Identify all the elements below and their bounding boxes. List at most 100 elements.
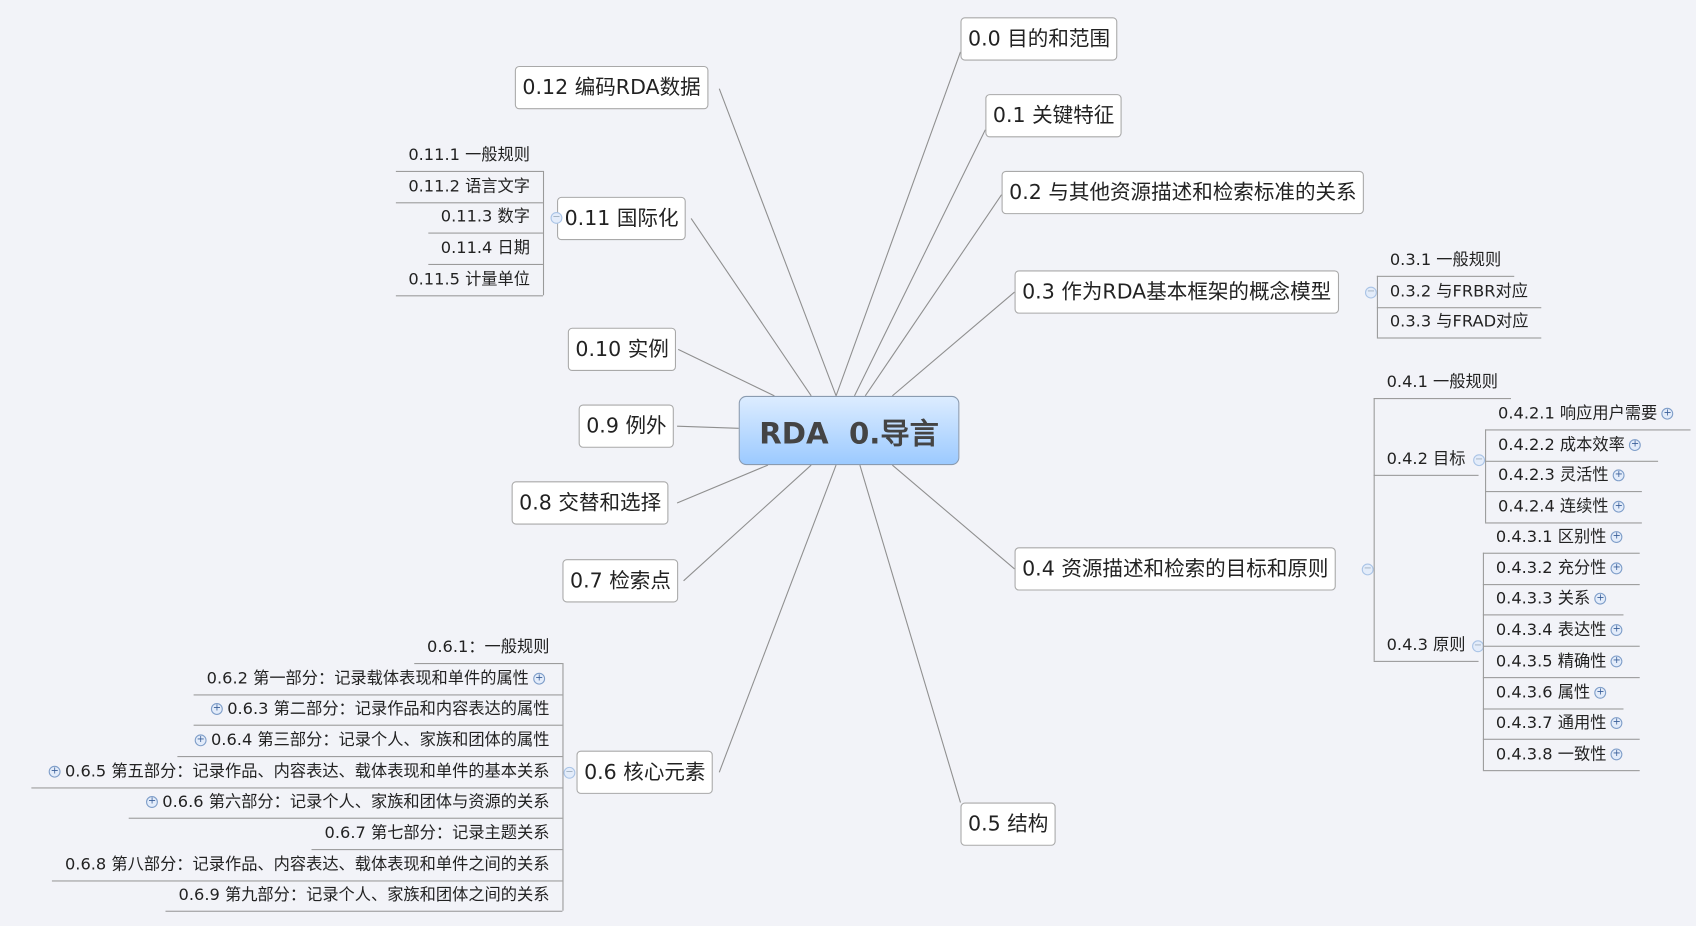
expand-plus-icon[interactable]: +	[1612, 500, 1625, 513]
expand-plus-icon[interactable]: +	[1610, 717, 1623, 730]
list-item-n042[interactable]: 0.4.2.3 灵活性+	[1485, 461, 1643, 493]
connector-0-1	[853, 129, 986, 397]
collapse-n06-icon[interactable]: −	[563, 766, 576, 779]
expand-plus-icon[interactable]: +	[1629, 438, 1642, 451]
list-item-n11[interactable]: 0.11.2 语言文字	[395, 172, 543, 204]
expand-plus-icon[interactable]: +	[194, 734, 207, 747]
expand-plus-icon[interactable]: +	[1610, 562, 1623, 574]
list-item-n04[interactable]: 0.4.3 原则	[1373, 631, 1479, 662]
list-item-label: 0.11.5 计量单位	[408, 269, 530, 289]
topic-n11[interactable]: 0.11 国际化	[557, 196, 687, 241]
list-item-label: 0.6.3 第二部分：记录作品和内容表达的属性	[227, 699, 550, 719]
expand-plus-icon[interactable]: +	[1594, 686, 1607, 699]
connector-0-0	[835, 51, 961, 397]
list-item-label: 0.6.5 第五部分：记录作品、内容表达、载体表现和单件的基本关系	[64, 761, 550, 781]
list-item-n043[interactable]: 0.4.3.1 区别性+	[1482, 522, 1640, 554]
expand-plus-icon[interactable]: +	[210, 703, 223, 716]
connector-0-9	[677, 425, 739, 429]
list-item-label: 0.11.4 日期	[440, 238, 530, 258]
connector-0-5	[859, 464, 961, 803]
list-item-n06[interactable]: +0.6.4 第三部分：记录个人、家族和团体的属性	[177, 726, 563, 758]
list-item-label: 0.4.3.4 表达性	[1495, 619, 1607, 640]
topic-n09[interactable]: 0.9 例外	[578, 404, 675, 448]
collapse-n042-icon[interactable]: −	[1473, 454, 1486, 467]
topic-n06[interactable]: 0.6 核心元素	[576, 750, 714, 794]
list-item-n043[interactable]: 0.4.3.8 一致性+	[1482, 740, 1640, 772]
list-item-n04[interactable]: 0.4.2 目标	[1373, 445, 1479, 476]
list-item-n06[interactable]: 0.6.7 第七部分：记录主题关系	[311, 819, 563, 851]
list-item-n06[interactable]: 0.6.1：一般规则	[414, 633, 563, 665]
expand-plus-icon[interactable]: +	[1594, 593, 1607, 606]
list-item-n11[interactable]: 0.11.1 一般规则	[395, 141, 543, 172]
list-item-label: 0.4.2 目标	[1386, 448, 1466, 469]
list-item-label: 0.4.3.5 精确性	[1495, 650, 1607, 671]
connector-0-4	[891, 464, 1015, 570]
expand-plus-icon[interactable]: +	[1661, 407, 1674, 420]
collapse-n11-icon[interactable]: −	[550, 211, 563, 224]
list-item-n043[interactable]: 0.4.3.4 表达性+	[1482, 616, 1640, 647]
topic-n08[interactable]: 0.8 交替和选择	[511, 481, 669, 525]
list-item-n06[interactable]: +0.6.3 第二部分：记录作品和内容表达的属性	[193, 695, 563, 727]
topic-n07[interactable]: 0.7 检索点	[562, 559, 679, 603]
list-item-label: 0.4.3.8 一致性	[1495, 744, 1607, 764]
list-item-n042[interactable]: 0.4.2.1 响应用户需要+	[1485, 399, 1691, 431]
list-item-label: 0.4.2.4 连续性	[1498, 495, 1609, 516]
list-item-n043[interactable]: 0.4.3.6 属性+	[1482, 678, 1624, 709]
list-item-n06[interactable]: +0.6.6 第六部分：记录个人、家族和团体与资源的关系	[128, 788, 563, 820]
list-item-n03[interactable]: 0.3.1 一般规则	[1376, 246, 1515, 277]
expand-plus-icon[interactable]: +	[533, 672, 546, 685]
list-item-n043[interactable]: 0.4.3.5 精确性+	[1482, 647, 1640, 678]
connector-0-6	[718, 464, 837, 773]
list-item-n03[interactable]: 0.3.2 与FRBR对应	[1376, 276, 1541, 308]
topic-n12[interactable]: 0.12 编码RDA数据	[514, 65, 709, 110]
list-item-label: 0.6.1：一般规则	[427, 637, 550, 657]
expand-plus-icon[interactable]: +	[1610, 655, 1623, 668]
list-item-n03[interactable]: 0.3.3 与FRAD对应	[1376, 307, 1542, 339]
connector-0-2	[864, 194, 1003, 397]
topic-n02[interactable]: 0.2 与其他资源描述和检索标准的关系	[1001, 170, 1365, 215]
expand-plus-icon[interactable]: +	[1610, 531, 1623, 543]
list-item-n042[interactable]: 0.4.2.2 成本效率+	[1485, 430, 1659, 462]
expand-plus-icon[interactable]: +	[1612, 469, 1625, 482]
bracket-n06	[562, 663, 564, 911]
expand-plus-icon[interactable]: +	[1610, 624, 1623, 637]
list-item-n043[interactable]: 0.4.3.3 关系+	[1482, 584, 1624, 616]
topic-n10[interactable]: 0.10 实例	[567, 327, 677, 371]
list-item-n043[interactable]: 0.4.3.2 充分性+	[1482, 553, 1640, 585]
list-item-n06[interactable]: 0.6.9 第九部分：记录个人、家族和团体之间的关系	[165, 881, 563, 912]
connector-0-3	[891, 291, 1015, 397]
list-item-label: 0.3.3 与FRAD对应	[1389, 311, 1529, 331]
list-item-n042[interactable]: 0.4.2.4 连续性+	[1485, 492, 1643, 523]
list-item-n11[interactable]: 0.11.4 日期	[427, 234, 543, 266]
expand-plus-icon[interactable]: +	[1610, 748, 1623, 761]
list-item-n04[interactable]: 0.4.1 一般规则	[1373, 368, 1511, 400]
list-item-n06[interactable]: 0.6.8 第八部分：记录作品、内容表达、载体表现和单件之间的关系	[51, 850, 563, 882]
topic-n03[interactable]: 0.3 作为RDA基本框架的概念模型	[1014, 270, 1339, 314]
expand-plus-icon[interactable]: +	[146, 796, 158, 809]
bracket-n11	[542, 170, 545, 296]
list-item-label: 0.6.6 第六部分：记录个人、家族和团体与资源的关系	[162, 792, 550, 812]
list-item-n06[interactable]: 0.6.2 第一部分：记录载体表现和单件的属性+	[193, 664, 563, 696]
topic-n01[interactable]: 0.1 关键特征	[985, 94, 1122, 138]
list-item-label: 0.4.2.1 响应用户需要	[1498, 403, 1658, 423]
list-item-n06[interactable]: +0.6.5 第五部分：记录作品、内容表达、载体表现和单件的基本关系	[31, 757, 563, 789]
connector-0-10	[677, 348, 775, 397]
list-item-label: 0.11.3 数字	[440, 207, 530, 227]
collapse-n04-icon[interactable]: −	[1361, 563, 1374, 576]
list-item-n11[interactable]: 0.11.5 计量单位	[395, 265, 543, 297]
list-item-label: 0.6.4 第三部分：记录个人、家族和团体的属性	[210, 730, 550, 750]
collapse-n03-icon[interactable]: −	[1364, 286, 1377, 299]
central-topic[interactable]: RDA 0.导言	[738, 395, 960, 466]
list-item-label: 0.4.3.7 通用性	[1495, 712, 1607, 733]
expand-plus-icon[interactable]: +	[48, 765, 61, 778]
topic-n00[interactable]: 0.0 目的和范围	[960, 17, 1118, 61]
list-item-n043[interactable]: 0.4.3.7 通用性+	[1482, 709, 1640, 741]
list-item-label: 0.4.3 原则	[1386, 634, 1466, 655]
connector-0-8	[676, 464, 769, 504]
list-item-label: 0.4.3.1 区别性	[1495, 526, 1607, 547]
topic-n04[interactable]: 0.4 资源描述和检索的目标和原则	[1014, 547, 1337, 591]
topic-n05[interactable]: 0.5 结构	[960, 802, 1056, 846]
list-item-n11[interactable]: 0.11.3 数字	[427, 203, 543, 235]
